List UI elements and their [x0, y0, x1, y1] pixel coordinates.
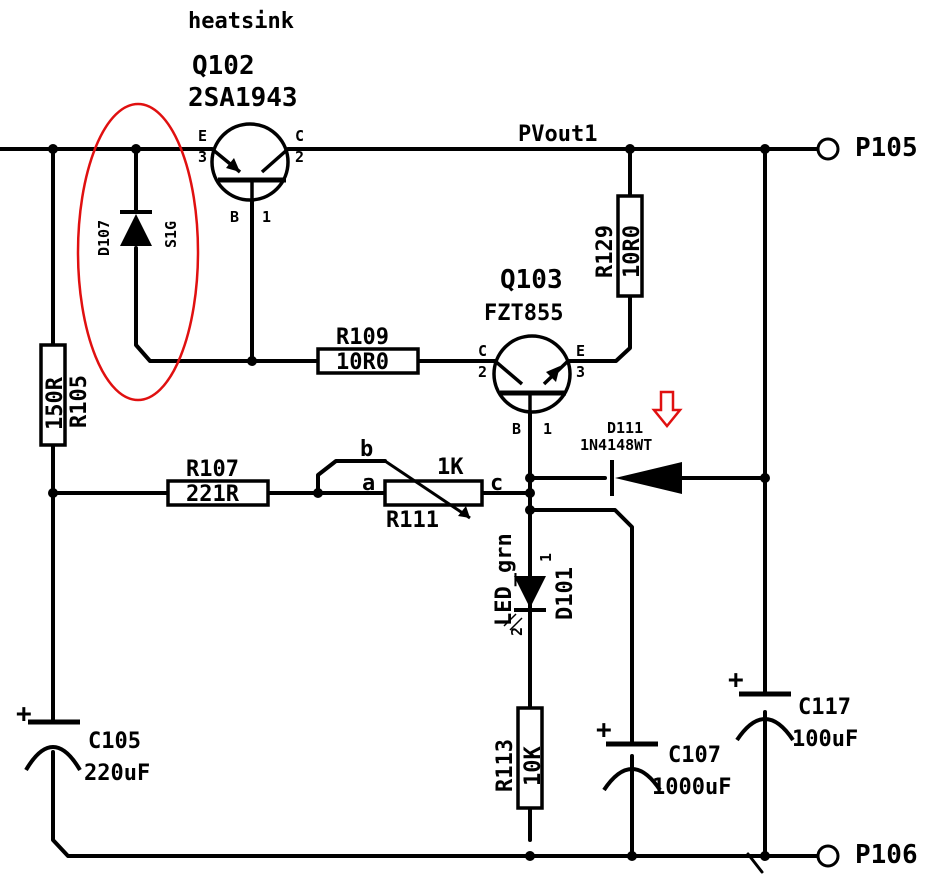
q102-pin-b-num: 1: [262, 208, 271, 226]
r111-pin-a: a: [362, 471, 375, 496]
q102-ref: Q102: [192, 51, 255, 81]
transistor-q102[interactable]: heatsink Q102 2SA1943 E 3 C 2 B 1: [188, 9, 304, 226]
potentiometer-r111[interactable]: b 1K a c R111: [360, 437, 503, 533]
d101-pin2: 2: [508, 627, 526, 636]
r113-ref: R113: [493, 739, 518, 792]
r129-ref: R129: [593, 225, 618, 278]
q102-pin-e: E: [198, 127, 207, 145]
resistor-r105[interactable]: 150R R105: [39, 343, 92, 447]
port-p106[interactable]: P106: [816, 840, 918, 870]
r107-value: 221R: [186, 482, 240, 507]
capacitor-c105[interactable]: + C105 220uF: [16, 699, 150, 786]
port-p106-label: P106: [855, 840, 918, 870]
d101-value: LED_grn: [492, 533, 517, 626]
red-arrow-icon: [651, 390, 683, 428]
d101-pin1: 1: [537, 553, 555, 562]
resistor-r109[interactable]: R109 10R0: [316, 325, 420, 375]
led-d101[interactable]: LED_grn D101 1 2: [492, 533, 578, 708]
c107-value: 1000uF: [652, 775, 731, 800]
q102-pin-e-num: 3: [198, 148, 207, 166]
q103-pin-b: B: [512, 420, 521, 438]
transistor-q103[interactable]: Q103 FZT855 C 2 E 3 B 1: [478, 265, 585, 438]
r111-pin-c: c: [490, 471, 503, 496]
port-p105-label: P105: [855, 133, 918, 163]
resistor-r107[interactable]: R107 221R: [166, 457, 270, 507]
c105-polarity: +: [16, 699, 32, 729]
junctions: [48, 144, 770, 861]
q102-pin-c-num: 2: [295, 148, 304, 166]
r105-ref: R105: [67, 375, 92, 428]
net-label-pvout: PVout1: [518, 122, 597, 147]
q103-pin-c: C: [478, 342, 487, 360]
q102-pin-c: C: [295, 127, 304, 145]
q103-pin-e-num: 3: [576, 363, 585, 381]
diode-d111[interactable]: D111 1N4148WT: [580, 390, 683, 496]
c105-value: 220uF: [84, 761, 150, 786]
q103-pin-c-num: 2: [478, 363, 487, 381]
r109-value: 10R0: [336, 350, 389, 375]
q103-pin-b-num: 1: [543, 420, 552, 438]
r129-value: 10R0: [620, 225, 645, 278]
r111-value: 1K: [437, 455, 464, 480]
r107-ref: R107: [186, 457, 239, 482]
q103-value: FZT855: [484, 301, 563, 326]
c117-value: 100uF: [792, 727, 858, 752]
q102-value: 2SA1943: [188, 83, 298, 113]
r105-value: 150R: [43, 376, 68, 430]
r109-ref: R109: [336, 325, 389, 350]
highlight-ellipse: [76, 102, 200, 402]
d107-ref: D107: [95, 220, 113, 256]
port-p105[interactable]: P105: [816, 133, 918, 163]
led-emission-icon: [503, 613, 523, 631]
c105-ref: C105: [88, 729, 141, 754]
r113-value: 10K: [521, 746, 546, 786]
c107-ref: C107: [668, 743, 721, 768]
resistor-r129[interactable]: R129 10R0: [593, 194, 645, 298]
r111-ref: R111: [386, 508, 439, 533]
c117-polarity: +: [728, 665, 744, 695]
resistor-r113[interactable]: R113 10K: [493, 706, 546, 810]
q103-pin-e: E: [576, 342, 585, 360]
capacitor-c117[interactable]: + C117 100uF: [728, 665, 858, 752]
d107-value: S1G: [162, 221, 180, 248]
diode-d107[interactable]: D107 S1G: [95, 210, 180, 256]
d111-ref: D111: [607, 419, 643, 437]
d111-value: 1N4148WT: [580, 436, 652, 454]
q103-ref: Q103: [500, 265, 563, 295]
r111-pin-b: b: [360, 437, 373, 462]
c117-ref: C117: [798, 695, 851, 720]
capacitor-c107[interactable]: + C107 1000uF: [596, 700, 731, 800]
c107-polarity: +: [596, 715, 612, 745]
heatsink-note: heatsink: [188, 9, 294, 34]
d101-ref: D101: [553, 567, 578, 620]
q102-pin-b: B: [230, 208, 239, 226]
